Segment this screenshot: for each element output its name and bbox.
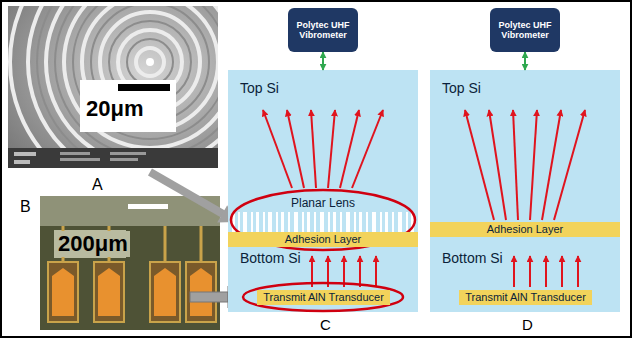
node-text: Polytec UHF Vibrometer bbox=[494, 20, 556, 41]
measurement-beam bbox=[322, 52, 324, 70]
scale-bar bbox=[118, 84, 170, 91]
transducer-strip: Transmit AlN Transducer bbox=[257, 290, 390, 305]
panel-letter: D bbox=[520, 316, 535, 333]
node-text: Adhesion Layer bbox=[487, 223, 563, 236]
wafer-stack: Top Si Planar LensBottom Si Adhesion Layer… bbox=[228, 70, 418, 312]
transducer-strip: Transmit AlN Transducer bbox=[459, 290, 592, 305]
adhesion-layer: Adhesion Layer bbox=[430, 222, 620, 237]
vibrometer-box: Polytec UHF Vibrometer bbox=[490, 8, 560, 52]
wafer-c bbox=[228, 70, 418, 312]
node-text: Transmit AlN Transducer bbox=[465, 291, 586, 304]
measurement-beam bbox=[524, 52, 526, 70]
node-text: Top Si bbox=[240, 80, 279, 96]
panel-letter: C bbox=[318, 316, 333, 333]
node-text: Polytec UHF Vibrometer bbox=[292, 20, 354, 41]
node-text: Adhesion Layer bbox=[285, 233, 361, 246]
node-text: Top Si bbox=[442, 80, 481, 96]
node-text: Bottom Si bbox=[442, 250, 503, 266]
panel-letter: A bbox=[90, 176, 105, 194]
node-text: Planar Lens bbox=[291, 196, 355, 210]
node-text: Transmit AlN Transducer bbox=[263, 291, 384, 304]
adhesion-layer: Adhesion Layer bbox=[228, 232, 418, 247]
node-text: Bottom Si bbox=[240, 250, 301, 266]
wafer-stack: Top Si Bottom Si Adhesion LayerTransmit Al… bbox=[430, 70, 620, 312]
scale-label: 200μm bbox=[56, 231, 130, 257]
wafer-d bbox=[430, 70, 620, 312]
micrograph bbox=[40, 196, 220, 330]
vibrometer-box: Polytec UHF Vibrometer bbox=[288, 8, 358, 52]
scale-label: 20μm bbox=[84, 96, 146, 122]
panel-letter: B bbox=[18, 198, 33, 216]
